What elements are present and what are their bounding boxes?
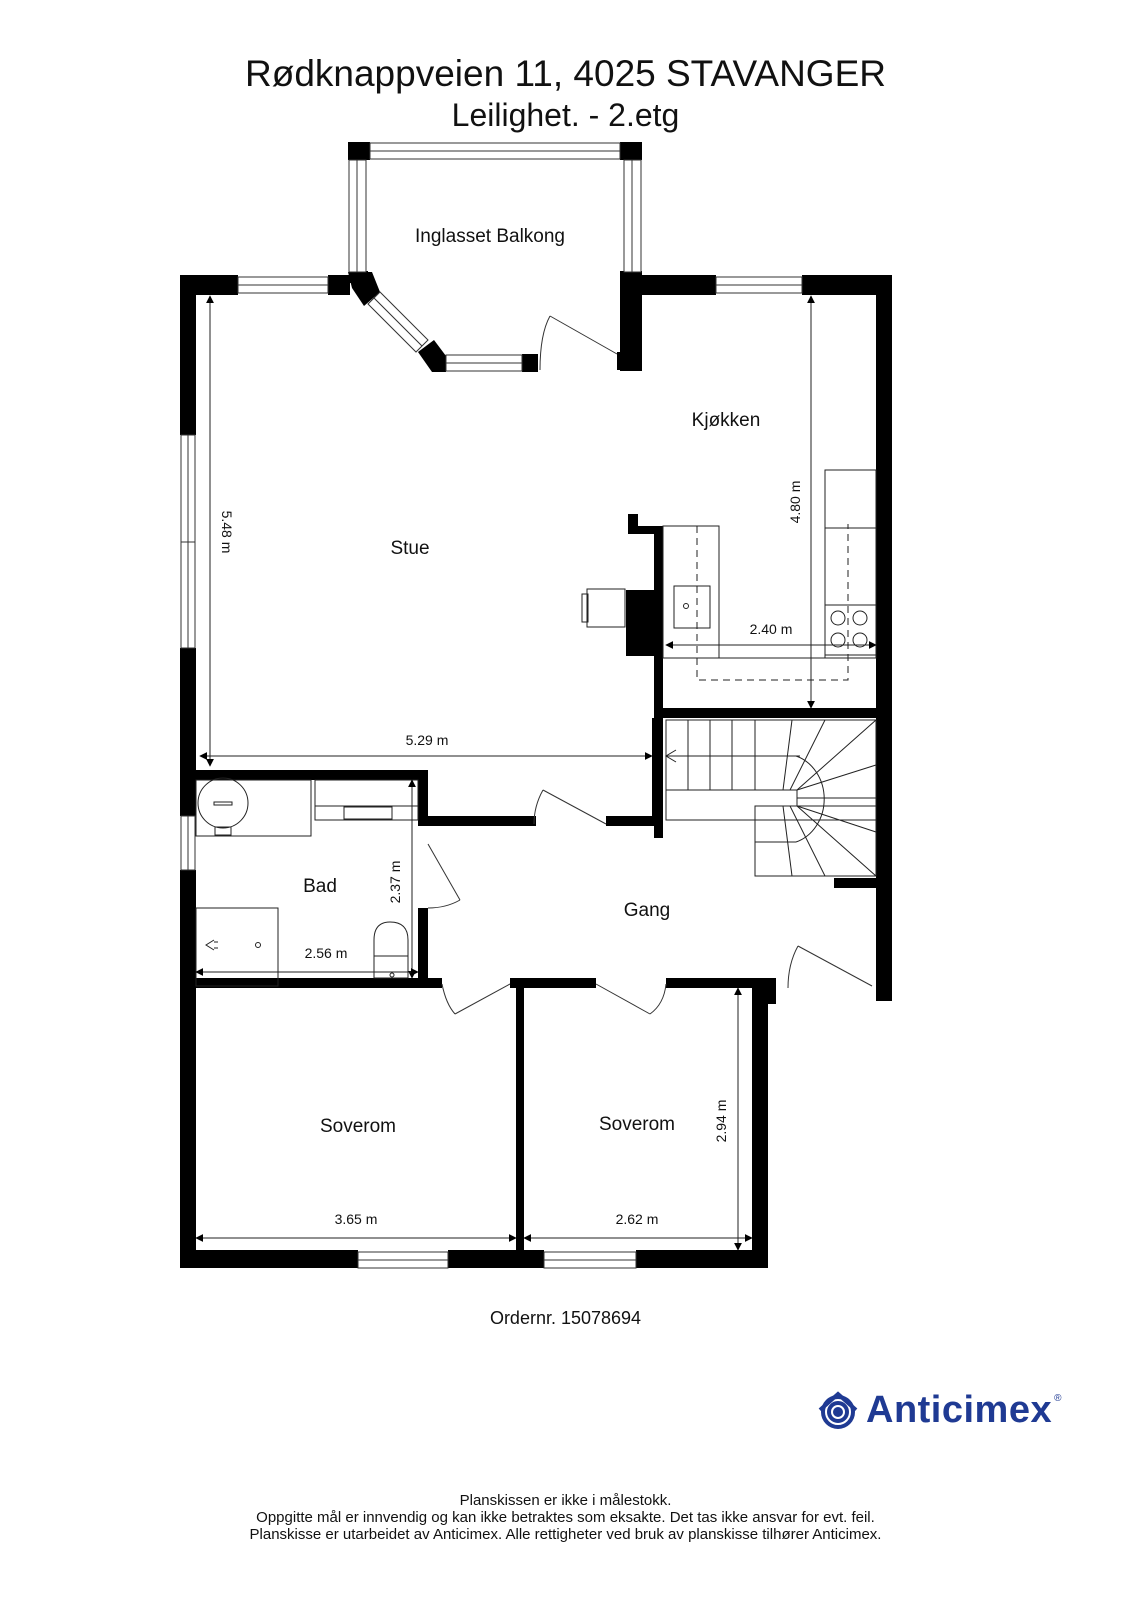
balcony-walls (348, 142, 642, 372)
dim-kjokken-width: 2.40 m (750, 621, 793, 637)
registered-mark: ® (1054, 1392, 1062, 1404)
dim-stue-height: 5.48 m (219, 511, 235, 554)
address-title: Rødknappveien 11, 4025 STAVANGER (245, 53, 886, 94)
dim-soverom1-width: 3.65 m (335, 1211, 378, 1227)
interior-walls (196, 514, 876, 1268)
dim-soverom2-width: 2.62 m (616, 1211, 659, 1227)
doors (427, 789, 873, 1015)
room-label-gang: Gang (624, 900, 670, 921)
disclaimer: Planskissen er ikke i målestokk. Oppgitt… (0, 1492, 1131, 1543)
dim-bad-width: 2.56 m (305, 945, 348, 961)
room-label-kjokken: Kjøkken (692, 410, 761, 431)
outer-windows (180, 276, 803, 1269)
room-label-soverom-1: Soverom (320, 1116, 396, 1137)
dim-soverom2-height: 2.94 m (713, 1100, 729, 1143)
dim-stue-width: 5.29 m (406, 732, 449, 748)
balcony-door (539, 315, 618, 371)
kitchen-fixtures (581, 469, 877, 681)
dim-bad-height: 2.37 m (387, 861, 403, 904)
bathroom-fixtures (195, 777, 419, 987)
balcony-windows (348, 142, 642, 372)
room-label-bad: Bad (303, 876, 337, 897)
dim-kjokken-height: 4.80 m (787, 481, 803, 524)
logo-text: Anticimex (866, 1388, 1053, 1431)
room-label-balkong: Inglasset Balkong (415, 226, 565, 247)
disclaimer-line-2: Oppgitte mål er innvendig og kan ikke be… (256, 1509, 875, 1526)
outer-walls (180, 275, 892, 1268)
dimension-lines (195, 295, 877, 1251)
staircase (665, 719, 877, 877)
anticimex-logo: Anticimex ® (816, 1388, 1062, 1432)
order-number: Ordernr. 15078694 (489, 1308, 642, 1328)
floor-subtitle: Leilighet. - 2.etg (451, 97, 680, 133)
anticimex-spiral-icon (818, 1391, 858, 1429)
disclaimer-line-3: Planskisse er utarbeidet av Anticimex. A… (249, 1526, 882, 1543)
room-label-stue: Stue (390, 538, 429, 559)
room-label-soverom-2: Soverom (599, 1114, 675, 1135)
disclaimer-line-1: Planskissen er ikke i målestokk. (459, 1492, 672, 1509)
